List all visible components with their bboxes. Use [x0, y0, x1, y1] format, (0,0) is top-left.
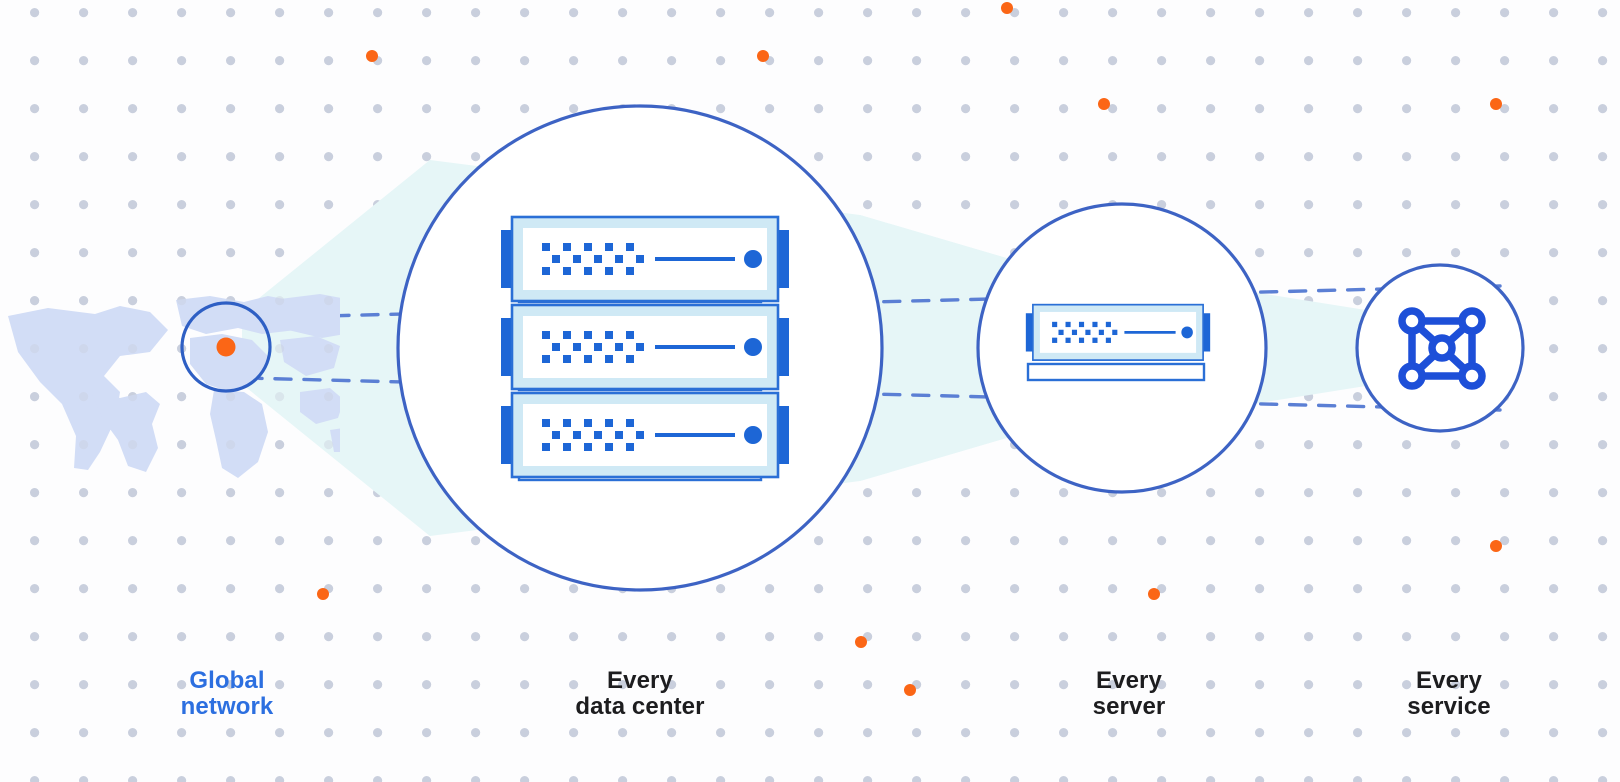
mesh-node-center	[1428, 334, 1456, 362]
single-server-illustration	[1024, 303, 1212, 382]
accent-dot	[757, 50, 769, 62]
accent-dot	[855, 636, 867, 648]
single-server-unit	[1024, 303, 1212, 362]
accent-dot	[317, 588, 329, 600]
accent-dots	[317, 2, 1502, 696]
accent-dot	[1148, 588, 1160, 600]
mesh-node-top-right	[1458, 307, 1486, 335]
mesh-node-bottom-right	[1458, 362, 1486, 390]
accent-dot	[1098, 98, 1110, 110]
accent-dot	[1490, 540, 1502, 552]
accent-dot	[1490, 98, 1502, 110]
server-base-shelf	[1026, 362, 1206, 382]
network-mesh-nodes	[1398, 307, 1486, 390]
accent-dot	[1001, 2, 1013, 14]
world-map-group	[0, 290, 340, 490]
accent-dot	[366, 50, 378, 62]
server-unit-2	[499, 303, 791, 391]
server-unit-3	[499, 391, 791, 479]
server-rack-illustration	[499, 215, 791, 482]
mesh-node-top-left	[1398, 307, 1426, 335]
accent-dot	[904, 684, 916, 696]
map-location-pin	[216, 337, 236, 357]
server-unit-1	[499, 215, 791, 303]
map-highlight-circle	[180, 301, 272, 393]
mesh-node-bottom-left	[1398, 362, 1426, 390]
